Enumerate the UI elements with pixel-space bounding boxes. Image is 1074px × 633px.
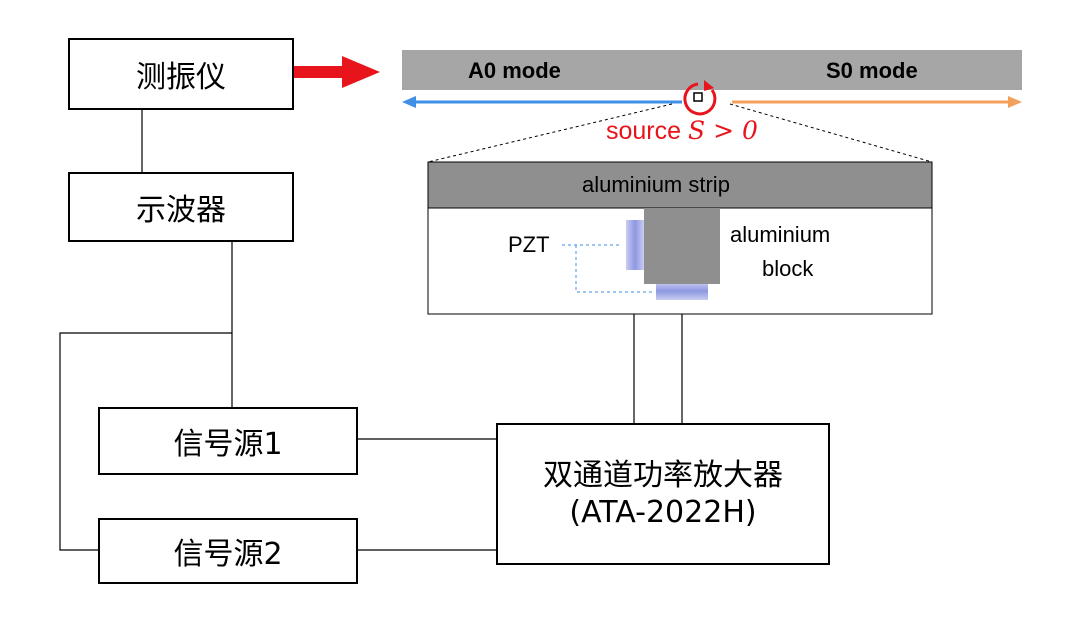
- amplifier-label-line2: (ATA-2022H): [569, 495, 757, 530]
- block-label-1: aluminium: [730, 222, 831, 247]
- rotation-arrow-head: [704, 80, 714, 91]
- signal-source-1-label: 信号源1: [173, 427, 283, 462]
- signal-source-2-label: 信号源2: [173, 537, 283, 572]
- source-marker: [693, 92, 703, 102]
- source-math: S > 0: [688, 116, 758, 145]
- zoom-line-right: [729, 103, 933, 163]
- vibrometer-box: 测振仪: [68, 38, 294, 110]
- pzt-label: PZT: [508, 232, 550, 257]
- red-arrow-shaft: [294, 66, 344, 78]
- a0-arrow-head: [402, 96, 416, 108]
- source-label: source S > 0: [606, 116, 758, 146]
- oscilloscope-box: 示波器: [68, 172, 294, 242]
- vibrometer-label: 测振仪: [136, 60, 226, 95]
- oscilloscope-label: 示波器: [136, 193, 226, 228]
- rotation-arrow-icon: [683, 82, 717, 116]
- inset-strip: [427, 161, 933, 209]
- s0-arrow-head: [1008, 96, 1022, 108]
- pzt-side: [626, 220, 644, 270]
- signal-source-2-box: 信号源2: [98, 518, 358, 584]
- a0-mode-label: A0 mode: [468, 58, 561, 83]
- aluminium-block: [644, 208, 720, 284]
- s0-mode-label: S0 mode: [826, 58, 918, 83]
- inset-strip-label: aluminium strip: [582, 172, 730, 197]
- amplifier-box: 双通道功率放大器 (ATA-2022H): [496, 423, 830, 565]
- pzt-leader-2: [575, 245, 652, 293]
- wire-oscilloscope-source2: [59, 332, 232, 551]
- source-text: source: [606, 117, 682, 145]
- red-arrow-head: [342, 56, 380, 88]
- pzt-bottom: [656, 282, 708, 300]
- signal-source-1-box: 信号源1: [98, 407, 358, 475]
- strip-bar: [402, 50, 1022, 90]
- amplifier-label-line1: 双通道功率放大器: [543, 457, 783, 493]
- block-label-2: block: [762, 256, 814, 281]
